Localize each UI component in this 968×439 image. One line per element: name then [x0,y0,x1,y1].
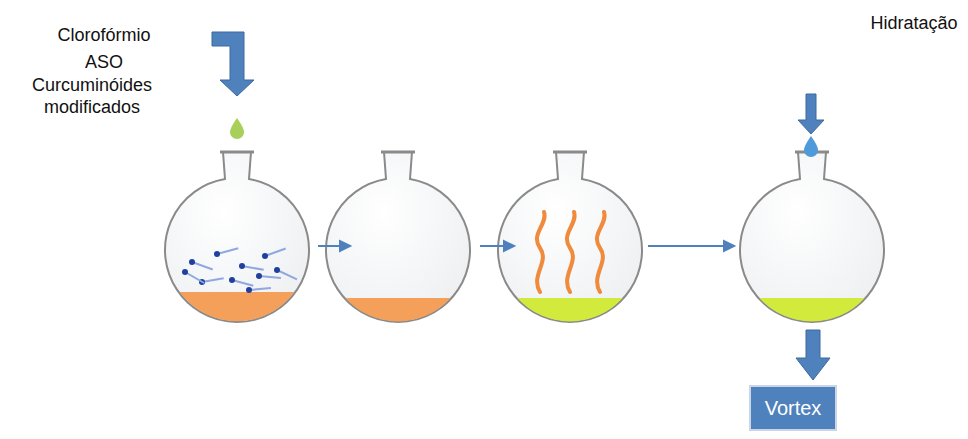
step-label: Hidratação [864,12,964,34]
flask-group [165,152,884,322]
bent-arrow [212,32,254,96]
liquid [345,298,450,321]
flask [498,152,642,322]
process-box: Vortex [749,385,837,431]
drop [804,136,818,157]
down-arrow [796,330,830,380]
down-arrow [798,94,824,134]
flask [740,152,884,322]
liquid [759,298,864,321]
step-arrows [318,241,734,251]
step-label: Curcuminóides modificados [22,74,162,118]
liquid [180,292,295,321]
box-label: Vortex [765,396,822,420]
flask [326,152,470,322]
liquid [517,298,622,321]
step-label: Clorofórmio [4,24,204,46]
flask [165,152,309,322]
step-label: ASO [4,51,204,73]
drop [230,118,244,139]
